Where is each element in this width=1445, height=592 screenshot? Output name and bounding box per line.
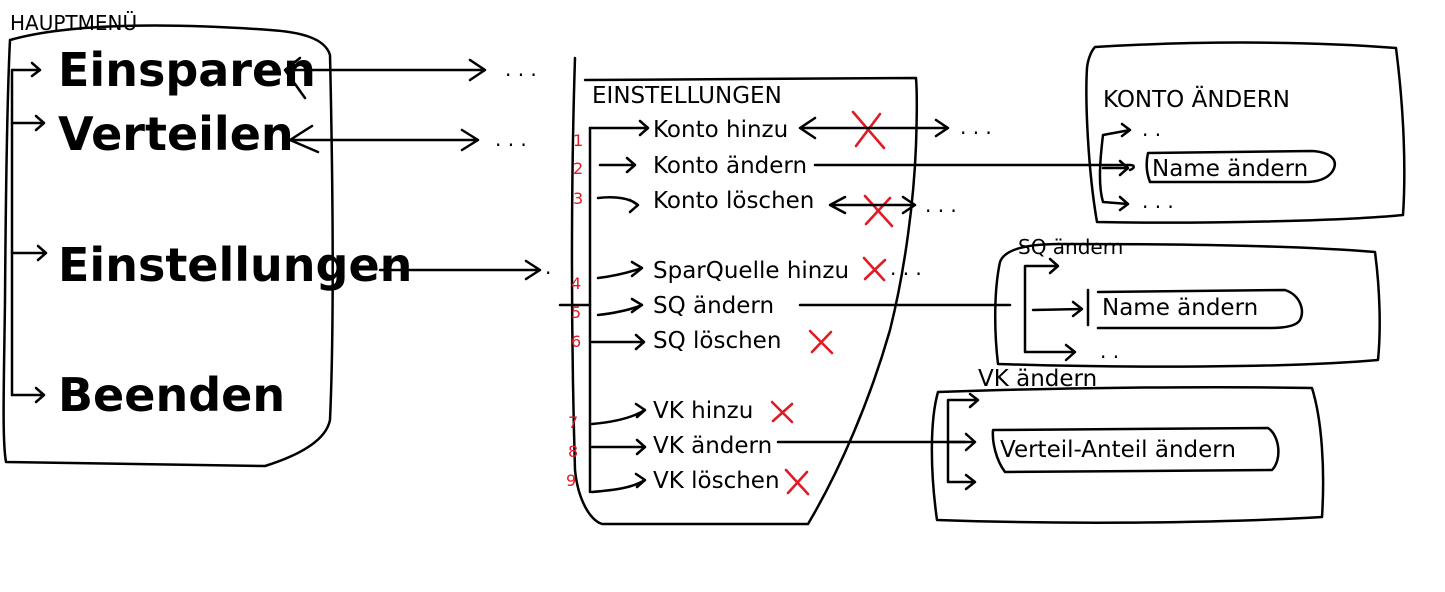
sq-aendern-spine	[1023, 257, 1090, 362]
arrow-to-item-1	[588, 119, 650, 137]
konto-aendern-dots-bottom: . . .	[1142, 189, 1174, 213]
einstellungen-dots: .	[545, 255, 551, 279]
konto-loeschen-arrow	[828, 195, 917, 215]
settings-item-konto-aendern[interactable]: Konto ändern	[653, 153, 807, 179]
arrow-to-beenden	[10, 386, 46, 404]
verteilen-dots: . . .	[495, 127, 527, 151]
konto-aendern-panel: KONTO ÄNDERN . . Name ändern . . .	[1085, 41, 1406, 224]
sq-aendern-item[interactable]: Name ändern	[1102, 295, 1258, 321]
settings-frame	[570, 56, 918, 526]
main-menu: HAUPTMENÜ Einsparen Verteilen Einstellun…	[2, 11, 412, 468]
sq-aendern-dots-bottom: . .	[1100, 339, 1119, 363]
item-number-5: 5	[571, 303, 581, 322]
menu-item-einsparen[interactable]: Einsparen	[58, 43, 316, 97]
item-number-6: 6	[571, 332, 581, 351]
arrow-to-verteilen	[10, 114, 46, 132]
item-number-3: 3	[573, 189, 583, 208]
settings-menu: EINSTELLUNGEN 1 2 3 4 5 6 7 8 9 Konto hi…	[558, 56, 918, 526]
cross-sparquelle-hinzu	[862, 256, 887, 282]
cross-konto-hinzu	[851, 110, 886, 150]
vk-aendern-panel: VK ändern Verteil-Anteil ändern	[930, 366, 1325, 524]
konto-aendern-title: KONTO ÄNDERN	[1103, 85, 1290, 113]
arrow-to-item-8	[590, 438, 647, 456]
settings-item-vk-aendern[interactable]: VK ändern	[653, 433, 772, 459]
cross-marks	[770, 110, 894, 496]
einstellungen-arrow	[378, 259, 542, 281]
konto-aendern-item[interactable]: Name ändern	[1152, 156, 1308, 182]
cross-konto-loeschen	[863, 194, 894, 228]
arrow-to-item-4	[596, 260, 644, 280]
arrow-to-item-7	[590, 402, 647, 426]
arrow-to-item-5	[596, 297, 644, 317]
einsparen-dots: . . .	[505, 57, 537, 81]
verteilen-arrow	[288, 124, 480, 154]
item-number-7: 7	[568, 413, 578, 432]
arrow-to-item-3	[596, 196, 640, 214]
settings-title: EINSTELLUNGEN	[592, 83, 782, 109]
arrow-to-einsparen	[10, 61, 42, 78]
sq-aendern-frame	[993, 242, 1381, 368]
vk-aendern-frame	[930, 385, 1325, 524]
vk-aendern-spine	[946, 392, 980, 491]
item-number-1: 1	[573, 131, 583, 150]
settings-item-sq-aendern[interactable]: SQ ändern	[653, 293, 774, 319]
menu-item-einstellungen[interactable]: Einstellungen	[58, 238, 412, 292]
settings-item-vk-loeschen[interactable]: VK löschen	[653, 468, 780, 494]
menu-item-beenden[interactable]: Beenden	[58, 368, 285, 422]
cross-vk-hinzu	[770, 400, 794, 424]
settings-item-sq-loeschen[interactable]: SQ löschen	[653, 328, 781, 354]
settings-item-sparquelle-hinzu[interactable]: SparQuelle hinzu	[653, 258, 849, 284]
vk-aendern-item-frame	[991, 426, 1280, 474]
konto-aendern-frame	[1085, 41, 1406, 224]
main-menu-frame	[2, 24, 334, 468]
vk-aendern-item[interactable]: Verteil-Anteil ändern	[1000, 437, 1236, 463]
konto-hinzu-dots: . . .	[960, 115, 992, 139]
cross-vk-loeschen	[784, 468, 810, 496]
konto-hinzu-arrow	[798, 116, 950, 140]
arrow-to-einstellungen	[10, 244, 48, 262]
konto-aendern-spine	[1098, 122, 1132, 212]
konto-aendern-dots-top: . .	[1142, 117, 1161, 141]
sq-aendern-item-frame	[1096, 288, 1304, 330]
main-menu-title: HAUPTMENÜ	[10, 11, 137, 35]
konto-aendern-item-frame	[1145, 149, 1337, 184]
einsparen-arrow	[283, 56, 487, 100]
item-number-8: 8	[568, 442, 578, 461]
sq-aendern-panel: SQ ändern Name ändern . .	[993, 235, 1381, 368]
arrow-to-item-6	[590, 333, 646, 351]
item-number-9: 9	[566, 471, 576, 490]
item-number-4: 4	[571, 274, 581, 293]
vk-aendern-title: VK ändern	[978, 366, 1097, 392]
konto-aendern-arrow	[813, 163, 1135, 172]
menu-item-verteilen[interactable]: Verteilen	[58, 107, 294, 161]
settings-item-vk-hinzu[interactable]: VK hinzu	[653, 398, 753, 424]
item-number-2: 2	[573, 159, 583, 178]
settings-item-konto-hinzu[interactable]: Konto hinzu	[653, 117, 788, 143]
arrow-to-item-2	[598, 156, 637, 174]
sparquelle-dots: . . .	[890, 256, 922, 280]
arrow-to-item-9	[590, 472, 647, 494]
sq-aendern-title: SQ ändern	[1018, 235, 1123, 259]
cross-sq-loeschen	[808, 329, 834, 355]
konto-loeschen-dots: . . .	[925, 193, 957, 217]
settings-item-konto-loeschen[interactable]: Konto löschen	[653, 188, 814, 214]
